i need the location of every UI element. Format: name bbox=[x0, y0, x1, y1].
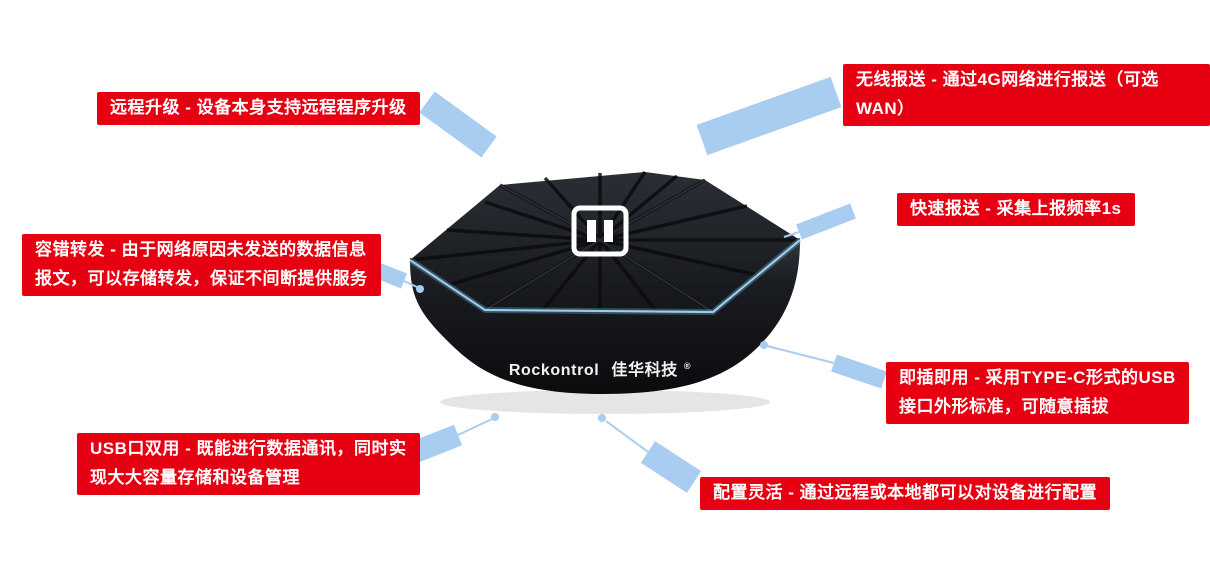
gateway-device-render: Rockontrol 佳华科技 ® bbox=[408, 171, 802, 414]
callout-remote-upgrade: 远程升级 - 设备本身支持远程程序升级 bbox=[97, 92, 420, 125]
brand-text: Rockontrol 佳华科技 ® bbox=[509, 360, 691, 379]
registered-mark: ® bbox=[684, 361, 691, 371]
device-body bbox=[410, 240, 800, 394]
callout-fast-report: 快速报送 - 采集上报频率1s bbox=[897, 193, 1135, 226]
connector-remote-upgrade bbox=[419, 91, 497, 158]
gateway-device: Rockontrol 佳华科技 ® bbox=[395, 160, 815, 420]
brand-name: Rockontrol bbox=[509, 362, 599, 379]
callout-plug-play: 即插即用 - 采用TYPE-C形式的USB 接口外形标准，可随意插拔 bbox=[886, 362, 1189, 424]
device-top-face bbox=[409, 171, 800, 314]
callout-wireless-report: 无线报送 - 通过4G网络进行报送（可选WAN） bbox=[843, 64, 1210, 126]
callout-usb-dual: USB口双用 - 既能进行数据通讯，同时实 现大大容量存储和设备管理 bbox=[77, 433, 420, 495]
rockontrol-logo-icon bbox=[571, 205, 629, 257]
connector-flexible-config bbox=[598, 414, 702, 493]
connector-wireless-report bbox=[696, 76, 842, 156]
brand-name-cn: 佳华科技 bbox=[611, 360, 678, 379]
device-glow-rim bbox=[408, 237, 802, 315]
callout-fault-tolerant: 容错转发 - 由于网络原因未发送的数据信息 报文，可以存储转发，保证不间断提供服… bbox=[22, 234, 381, 296]
device-shadow bbox=[440, 390, 770, 414]
callout-flexible-config: 配置灵活 - 通过远程或本地都可以对设备进行配置 bbox=[700, 477, 1111, 510]
